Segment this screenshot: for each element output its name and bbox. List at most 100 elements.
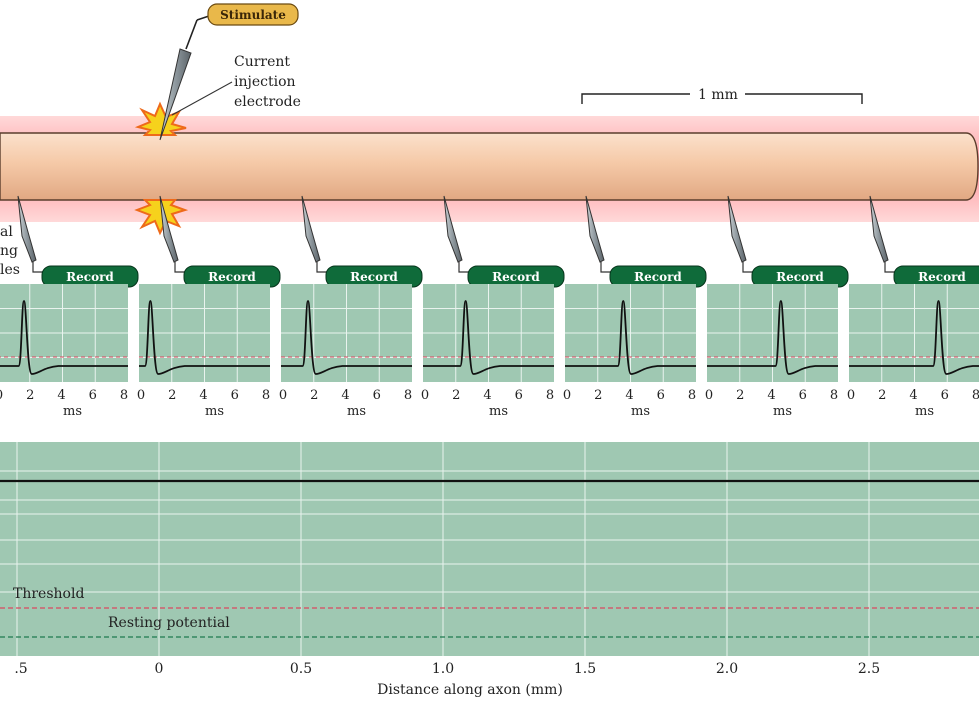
- record-label: Record: [918, 270, 966, 284]
- record-button[interactable]: Record: [183, 265, 281, 288]
- distance-plot-background: [0, 442, 979, 656]
- trace-tick-label: 2: [736, 388, 744, 403]
- scale-bar: 1 mm: [581, 87, 863, 104]
- electrode-wire: [174, 262, 186, 273]
- recording-sites: Record 0 2 4 6 8 ms Record 0 2 4 6 8 ms Record 0 2 4 6 8 ms R…: [0, 195, 979, 419]
- record-button[interactable]: Record: [41, 265, 139, 288]
- recording-label-line1: al: [0, 224, 13, 240]
- electrode-label-line2: injection: [234, 74, 296, 90]
- stimulation-burst-top: [134, 101, 187, 136]
- trace-tick-label: 4: [909, 388, 917, 403]
- resting-potential-label: Resting potential: [108, 615, 230, 631]
- trace-tick-label: 6: [657, 388, 665, 403]
- trace-tick-label: 6: [799, 388, 807, 403]
- trace-tick-label: 2: [168, 388, 176, 403]
- trace-tick-label: 8: [830, 388, 838, 403]
- trace-unit-label: ms: [347, 404, 366, 419]
- record-button[interactable]: Record: [467, 265, 565, 288]
- record-button[interactable]: Record: [325, 265, 423, 288]
- action-potential-trace: [0, 300, 128, 375]
- trace-tick-label: 4: [767, 388, 775, 403]
- trace-unit-label: ms: [489, 404, 508, 419]
- recording-electrode: [301, 195, 321, 263]
- trace-tick-label: 2: [594, 388, 602, 403]
- trace-unit-label: ms: [915, 404, 934, 419]
- recording-trace-panel: [707, 284, 838, 382]
- trace-tick-label: 0: [0, 388, 3, 403]
- trace-unit-label: ms: [773, 404, 792, 419]
- trace-tick-label: 0: [705, 388, 713, 403]
- recording-trace-panel: [423, 284, 554, 382]
- recording-electrode: [727, 195, 747, 263]
- trace-tick-label: 8: [972, 388, 979, 403]
- distance-plot-grid: [0, 442, 979, 656]
- trace-tick-label: 6: [89, 388, 97, 403]
- trace-unit-label: ms: [63, 404, 82, 419]
- distance-axis-label: Distance along axon (mm): [377, 682, 563, 698]
- recording-site: Record 0 2 4 6 8 ms: [847, 195, 979, 419]
- trace-tick-label: 0: [279, 388, 287, 403]
- recording-electrode: [159, 195, 179, 263]
- electrode-wire: [458, 262, 470, 273]
- recording-electrode: [869, 195, 889, 263]
- record-label: Record: [492, 270, 540, 284]
- recording-trace-panel: [139, 284, 270, 382]
- trace-tick-label: 2: [26, 388, 34, 403]
- trace-tick-label: 6: [515, 388, 523, 403]
- recording-label-line3: les: [0, 262, 20, 278]
- trace-tick-label: 8: [404, 388, 412, 403]
- recording-electrode: [443, 195, 463, 263]
- record-label: Record: [776, 270, 824, 284]
- distance-tick-label: 0: [155, 661, 164, 677]
- action-potential-trace: [849, 300, 979, 375]
- trace-tick-label: 8: [120, 388, 128, 403]
- recording-trace-panel: [849, 284, 979, 382]
- trace-tick-label: 0: [421, 388, 429, 403]
- action-potential-trace: [707, 300, 838, 375]
- recording-site: Record 0 2 4 6 8 ms: [705, 195, 849, 419]
- trace-tick-label: 2: [310, 388, 318, 403]
- record-label: Record: [208, 270, 256, 284]
- recording-electrode: [585, 195, 605, 263]
- axon-body: [0, 132, 979, 201]
- electrode-wire: [600, 262, 612, 273]
- trace-tick-label: 4: [625, 388, 633, 403]
- stimulate-label: Stimulate: [220, 8, 286, 22]
- trace-tick-label: 4: [57, 388, 65, 403]
- recording-trace-panel: [281, 284, 412, 382]
- recording-label-line2: ng: [0, 243, 18, 259]
- trace-tick-label: 2: [878, 388, 886, 403]
- distance-tick-label: 2.0: [716, 661, 738, 677]
- current-injection-electrode: [159, 15, 233, 141]
- action-potential-trace: [423, 300, 554, 375]
- record-button[interactable]: Record: [751, 265, 849, 288]
- electrode-wire: [742, 262, 754, 273]
- trace-tick-label: 8: [262, 388, 270, 403]
- recording-site: Record 0 2 4 6 8 ms: [0, 195, 139, 419]
- electrode-wire: [884, 262, 896, 273]
- trace-tick-label: 8: [688, 388, 696, 403]
- record-label: Record: [350, 270, 398, 284]
- distance-tick-label: 2.5: [858, 661, 880, 677]
- record-button[interactable]: Record: [893, 265, 979, 288]
- stimulate-button[interactable]: Stimulate: [207, 3, 299, 26]
- action-potential-trace: [565, 300, 696, 375]
- record-label: Record: [66, 270, 114, 284]
- distance-tick-label: .5: [14, 661, 27, 677]
- distance-tick-label: 1.5: [574, 661, 596, 677]
- record-button[interactable]: Record: [609, 265, 707, 288]
- scale-bar-label: 1 mm: [698, 87, 738, 103]
- action-potential-trace: [281, 300, 412, 375]
- distance-tick-label: 1.0: [432, 661, 454, 677]
- trace-tick-label: 6: [941, 388, 949, 403]
- recording-electrode: [17, 195, 37, 263]
- trace-tick-label: 0: [847, 388, 855, 403]
- electrode-label-line3: electrode: [234, 94, 301, 110]
